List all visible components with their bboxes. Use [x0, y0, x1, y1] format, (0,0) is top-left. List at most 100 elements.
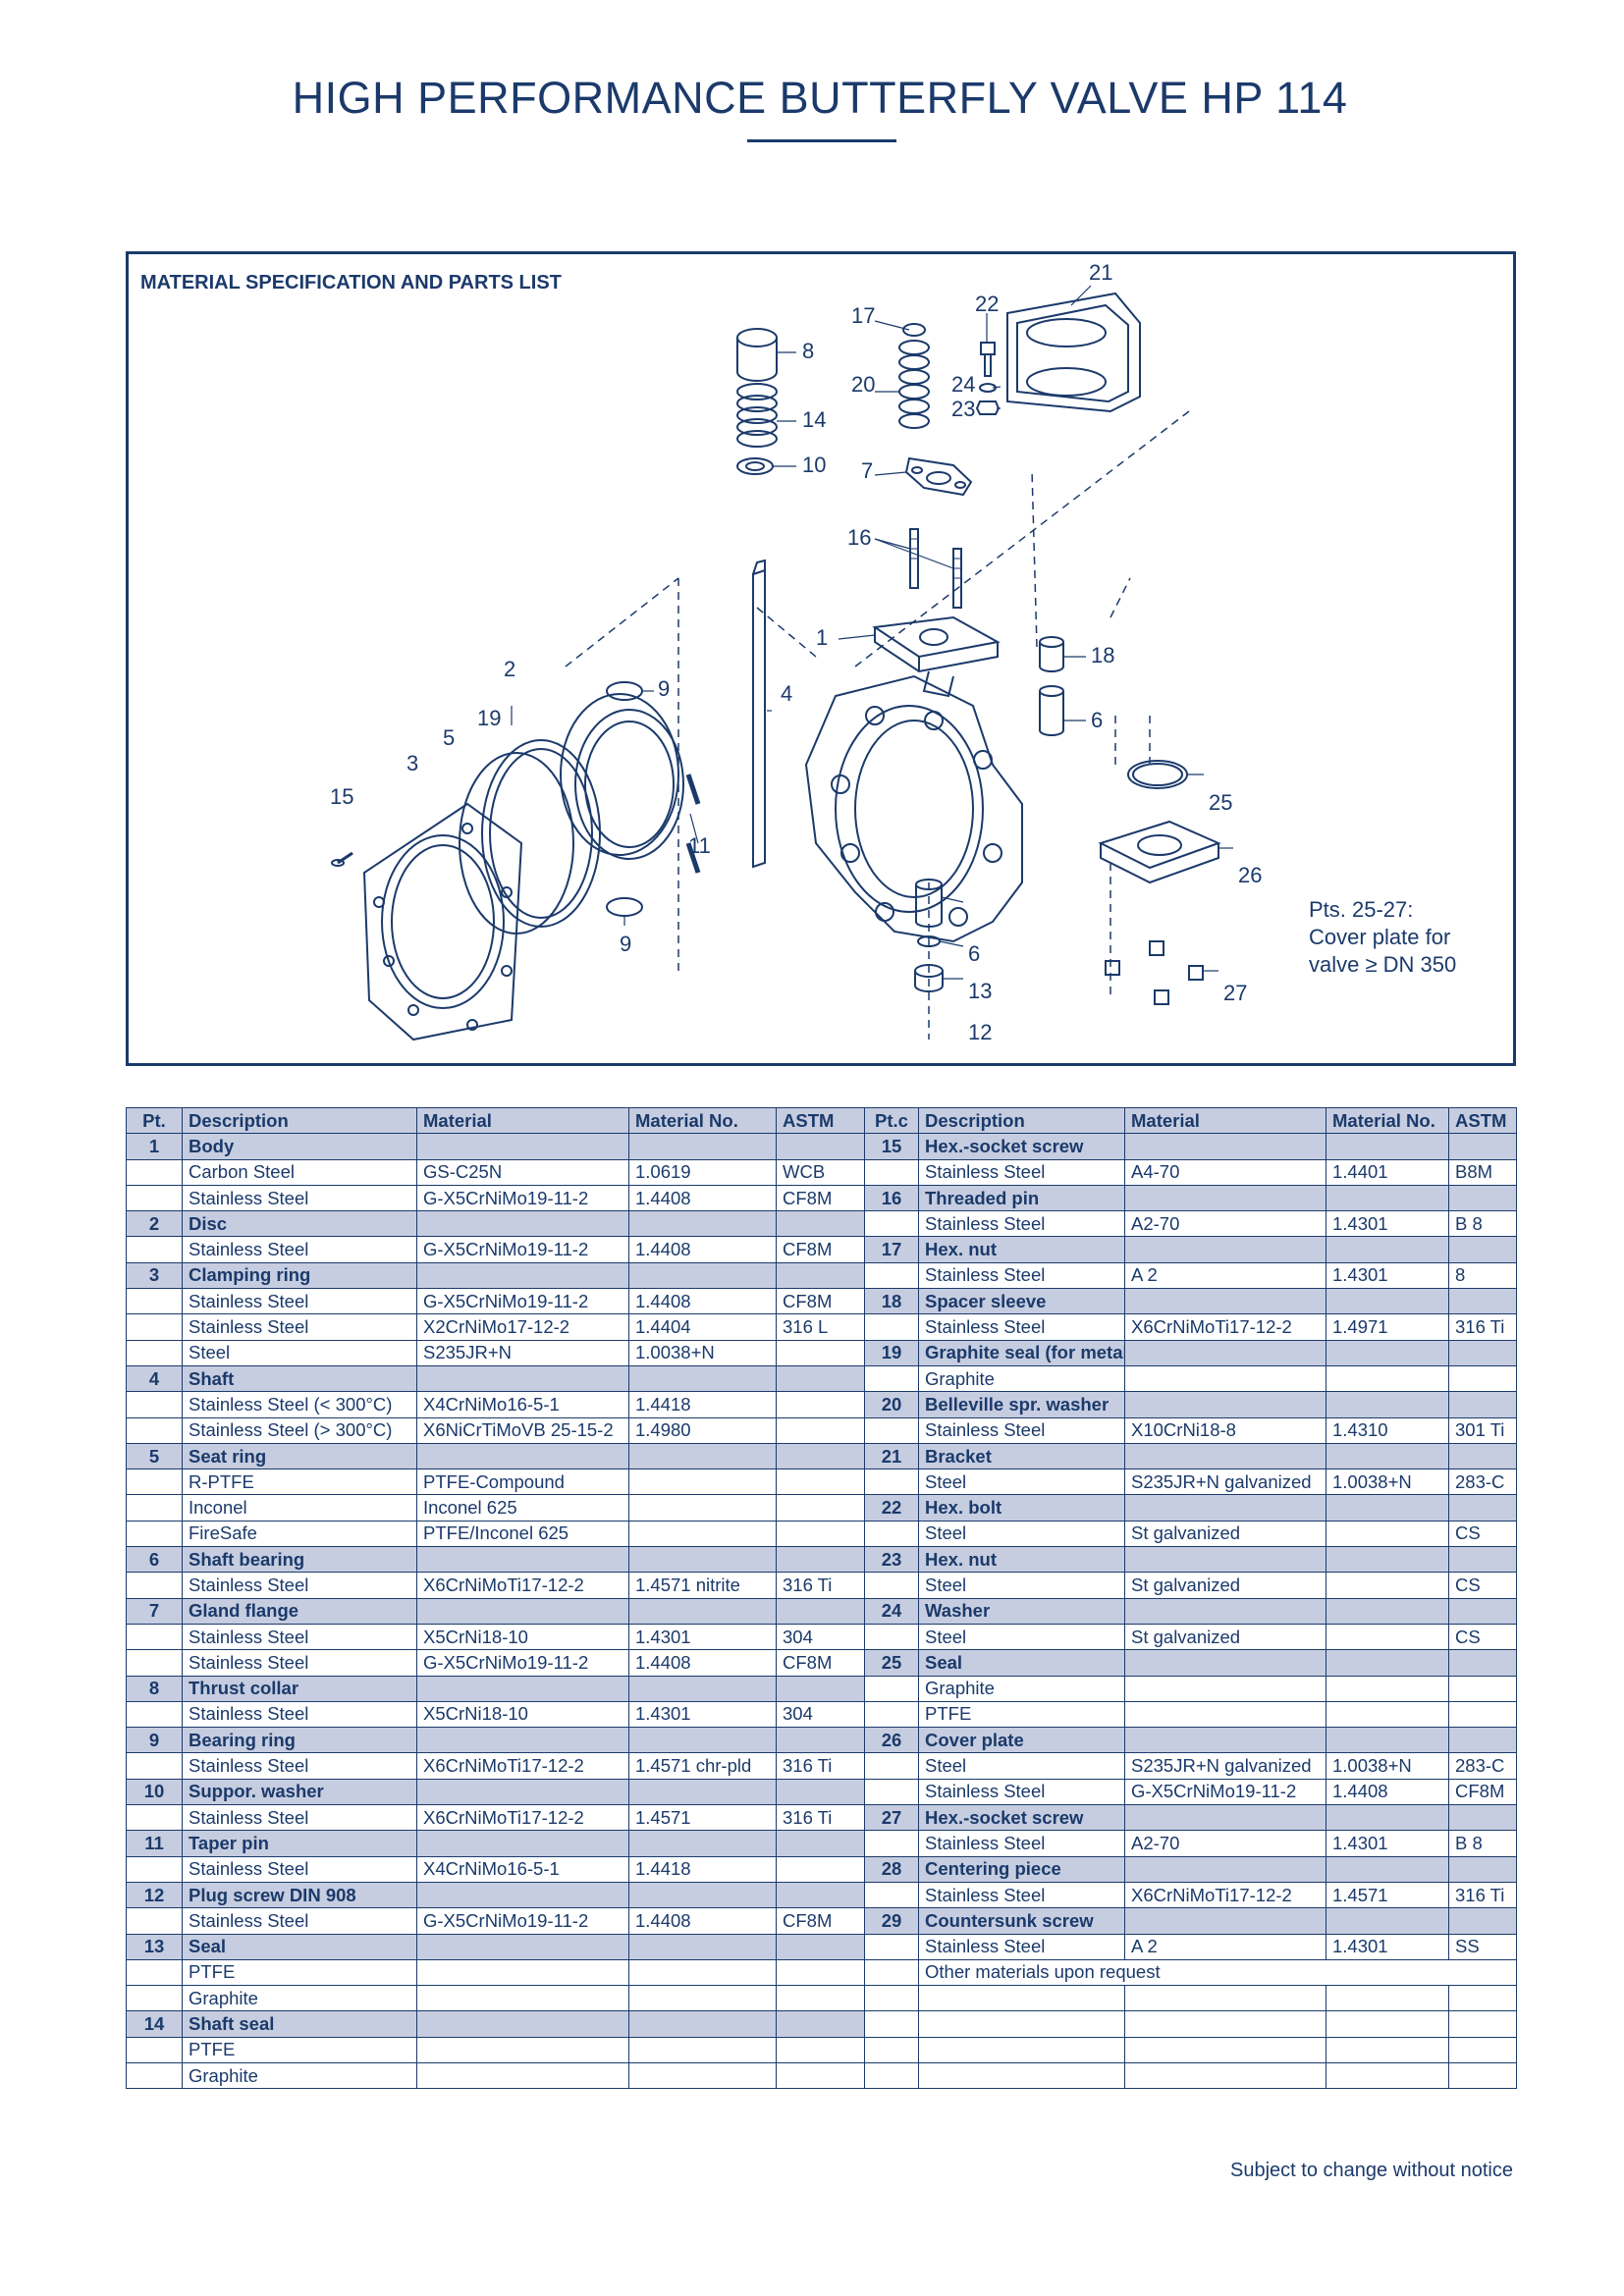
material-no-cell-right: 1.4301: [1326, 1933, 1449, 1960]
part-number-cell-right: [864, 1985, 919, 2012]
col-header-material-no-right: Material No.: [1326, 1106, 1449, 1135]
shaft-seal-drawing: [736, 383, 778, 448]
description-cell-right: Stainless Steel: [918, 1416, 1125, 1444]
description-cell-right: Graphite seal (for metal seat): [918, 1339, 1125, 1366]
callout-7: 7: [861, 458, 873, 483]
callout-20: 20: [851, 372, 875, 397]
astm-cell-left: [776, 1597, 865, 1625]
material-cell-right: X10CrNi18-8: [1124, 1416, 1326, 1444]
part-number-cell-right: [864, 1158, 919, 1186]
description-cell-left: Stainless Steel: [182, 1236, 417, 1263]
description-cell-right: Stainless Steel: [918, 1830, 1125, 1857]
part-number-cell-right: 27: [864, 1804, 919, 1832]
material-no-cell-right: [1326, 1442, 1449, 1470]
part-number-cell-left: 10: [126, 1778, 183, 1806]
astm-cell-right: [1448, 1339, 1517, 1366]
title-underline: [747, 139, 896, 142]
callout-16: 16: [847, 525, 871, 550]
material-cell-left: G-X5CrNiMo19-11-2: [416, 1288, 629, 1315]
part-number-cell-right: [864, 1623, 919, 1651]
bracket-drawing: [1006, 292, 1141, 413]
callout-leaders: [511, 285, 1233, 980]
part-number-cell-left: [126, 2036, 183, 2063]
material-no-cell-left: [628, 1133, 777, 1160]
astm-cell-left: [776, 1881, 865, 1909]
part-number-cell-right: 20: [864, 1391, 919, 1418]
material-cell-right: St galvanized: [1124, 1623, 1326, 1651]
astm-cell-left: [776, 1261, 865, 1290]
material-cell-left: [416, 1261, 629, 1290]
disc-drawing: [560, 693, 684, 860]
material-cell-right: [1124, 1907, 1326, 1935]
description-cell-left: Shaft bearing: [182, 1546, 417, 1574]
astm-cell-right: [1448, 1288, 1517, 1315]
material-no-cell-left: [628, 1881, 777, 1909]
astm-cell-left: CF8M: [776, 1236, 865, 1263]
page-title: HIGH PERFORMANCE BUTTERFLY VALVE HP 114: [292, 73, 1348, 123]
astm-cell-right: B8M: [1448, 1158, 1517, 1186]
col-header-material-no-left: Material No.: [628, 1106, 777, 1135]
description-cell-right: Stainless Steel: [918, 1881, 1125, 1909]
material-no-cell-left: [628, 1778, 777, 1806]
description-cell-right: Stainless Steel: [918, 1158, 1125, 1186]
callout-6-upper: 6: [1091, 708, 1103, 732]
callout-9-top: 9: [658, 676, 670, 701]
astm-cell-right: [1448, 1700, 1517, 1729]
description-cell-left: Stainless Steel: [182, 1855, 417, 1883]
threaded-pins-drawing: [909, 528, 962, 609]
material-no-cell-right: [1326, 1236, 1449, 1263]
material-cell-left: [416, 1958, 629, 1987]
description-cell-left: Stainless Steel: [182, 1907, 417, 1935]
parts-row: Graphite: [126, 2061, 1517, 2090]
astm-cell-left: [776, 1520, 865, 1548]
material-cell-right: [1124, 1675, 1326, 1702]
callout-2: 2: [504, 657, 515, 681]
astm-cell-right: [1448, 2036, 1517, 2063]
part-number-cell-right: [864, 1572, 919, 1599]
astm-cell-left: [776, 1133, 865, 1160]
cover-plate-drawing: [1098, 820, 1221, 884]
part-number-cell-right: [864, 1778, 919, 1806]
astm-cell-left: 304: [776, 1623, 865, 1651]
note-cell-right: Other materials upon request: [918, 1958, 1517, 1987]
description-cell-right: Stainless Steel: [918, 1261, 1125, 1290]
cover-note-line-1: Pts. 25-27:: [1309, 897, 1414, 922]
material-no-cell-right: [1326, 2010, 1449, 2038]
material-cell-right: [1124, 1855, 1326, 1883]
material-no-cell-left: 1.0619: [628, 1158, 777, 1186]
astm-cell-right: 283-C: [1448, 1468, 1517, 1496]
material-cell-right: S235JR+N galvanized: [1124, 1468, 1326, 1496]
description-cell-right: Seal: [918, 1649, 1125, 1677]
part-number-cell-right: [864, 1752, 919, 1780]
hex-socket-screw-drawing: [331, 851, 353, 867]
astm-cell-left: [776, 1985, 865, 2012]
astm-cell-right: [1448, 1133, 1517, 1160]
material-cell-left: [416, 2061, 629, 2090]
description-cell-right: Graphite: [918, 1675, 1125, 1702]
material-cell-right: [1124, 1597, 1326, 1625]
description-cell-right: Steel: [918, 1520, 1125, 1548]
material-cell-right: [1124, 1364, 1326, 1393]
spacer-sleeve-drawing: [1039, 636, 1064, 672]
material-no-cell-left: 1.4408: [628, 1236, 777, 1263]
description-cell-right: Hex. nut: [918, 1546, 1125, 1574]
material-cell-right: [1124, 2010, 1326, 2038]
part-number-cell-left: [126, 1468, 183, 1496]
col-header-material-left: Material: [416, 1106, 629, 1135]
material-cell-left: [416, 1133, 629, 1160]
material-no-cell-left: [628, 1958, 777, 1987]
part-number-cell-right: 16: [864, 1184, 919, 1212]
part-number-cell-right: [864, 1881, 919, 1909]
